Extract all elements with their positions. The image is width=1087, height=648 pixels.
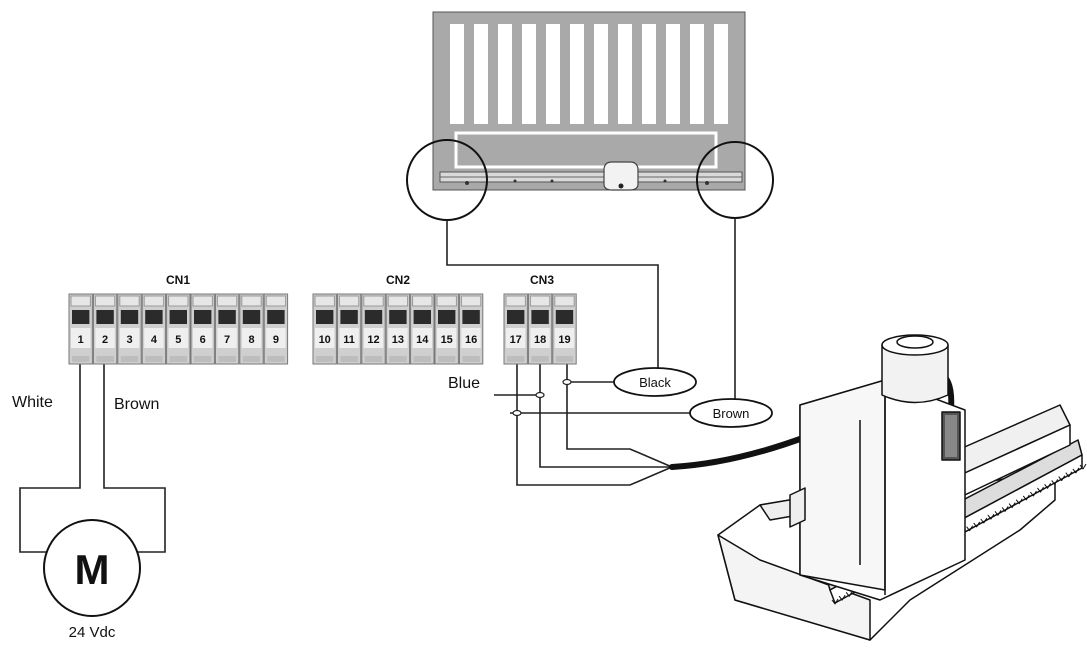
terminal-number: 6: [200, 334, 206, 346]
terminal-2: 2: [92, 293, 118, 365]
gate-bar: [522, 24, 536, 124]
terminal-12: 12: [361, 293, 386, 365]
terminal-number: 7: [224, 334, 230, 346]
wire-label-blue: Blue: [448, 375, 480, 392]
terminal-number: 9: [273, 334, 279, 346]
gate-rack-teeth: [465, 179, 709, 185]
connector-title-cn2: CN2: [386, 273, 410, 287]
wire-label-white: White: [12, 394, 53, 411]
terminal-10: 10: [312, 293, 337, 365]
oval-brown: Brown: [689, 398, 773, 428]
terminal-number: 15: [441, 334, 453, 346]
connector-title-cn1: CN1: [166, 273, 190, 287]
terminal-number: 18: [534, 334, 546, 346]
terminal-number: 2: [102, 334, 108, 346]
terminal-4: 4: [141, 293, 167, 365]
gate-bar: [714, 24, 728, 124]
terminal-17: 17: [503, 293, 528, 365]
terminal-9: 9: [263, 293, 289, 365]
terminal-number: 3: [126, 334, 132, 346]
gate-bar: [546, 24, 560, 124]
motor-voltage-label: 24 Vdc: [69, 624, 116, 641]
gate-bar: [594, 24, 608, 124]
terminal-16: 16: [458, 293, 484, 365]
terminal-7: 7: [214, 293, 240, 365]
terminal-number: 19: [558, 334, 570, 346]
gate-bar: [690, 24, 704, 124]
terminal-3: 3: [117, 293, 142, 365]
motor-letter: M: [75, 546, 110, 593]
terminal-number: 5: [175, 334, 181, 346]
terminal-number: 14: [416, 334, 429, 346]
oval-label-black: Black: [639, 375, 671, 390]
gate-bar: [666, 24, 680, 124]
terminal-number: 10: [319, 334, 331, 346]
gate-sensor-icon: [603, 161, 639, 191]
terminal-14: 14: [410, 293, 435, 365]
terminal-19: 19: [552, 293, 577, 365]
wire-label-brown: Brown: [114, 396, 159, 413]
gate-bar: [474, 24, 488, 124]
terminal-11: 11: [336, 293, 362, 365]
terminal-number: 4: [151, 334, 158, 346]
gate-bar: [642, 24, 656, 124]
terminal-number: 11: [343, 334, 355, 346]
gate-bar: [618, 24, 632, 124]
terminal-13: 13: [385, 293, 411, 365]
connector-title-cn3: CN3: [530, 273, 554, 287]
terminal-18: 18: [527, 293, 553, 365]
oval-label-brown: Brown: [713, 406, 750, 421]
gate-bar: [570, 24, 584, 124]
gate-bar: [498, 24, 512, 124]
terminal-number: 17: [510, 334, 522, 346]
terminal-number: 12: [367, 334, 379, 346]
gate-bars: [450, 24, 728, 124]
terminal-number: 8: [248, 334, 254, 346]
terminal-6: 6: [190, 293, 215, 365]
motor-symbol: [43, 519, 141, 617]
terminal-15: 15: [434, 293, 459, 365]
gate-illustration: [432, 11, 746, 191]
terminal-number: 1: [78, 334, 84, 346]
gate-bar: [450, 24, 464, 124]
oval-black: Black: [613, 367, 697, 397]
gate-motor-unit-illustration: [717, 334, 1087, 641]
terminal-number: 13: [392, 334, 404, 346]
terminal-8: 8: [239, 293, 264, 365]
terminal-5: 5: [166, 293, 191, 365]
terminal-1: 1: [68, 293, 93, 365]
terminal-number: 16: [465, 334, 477, 346]
